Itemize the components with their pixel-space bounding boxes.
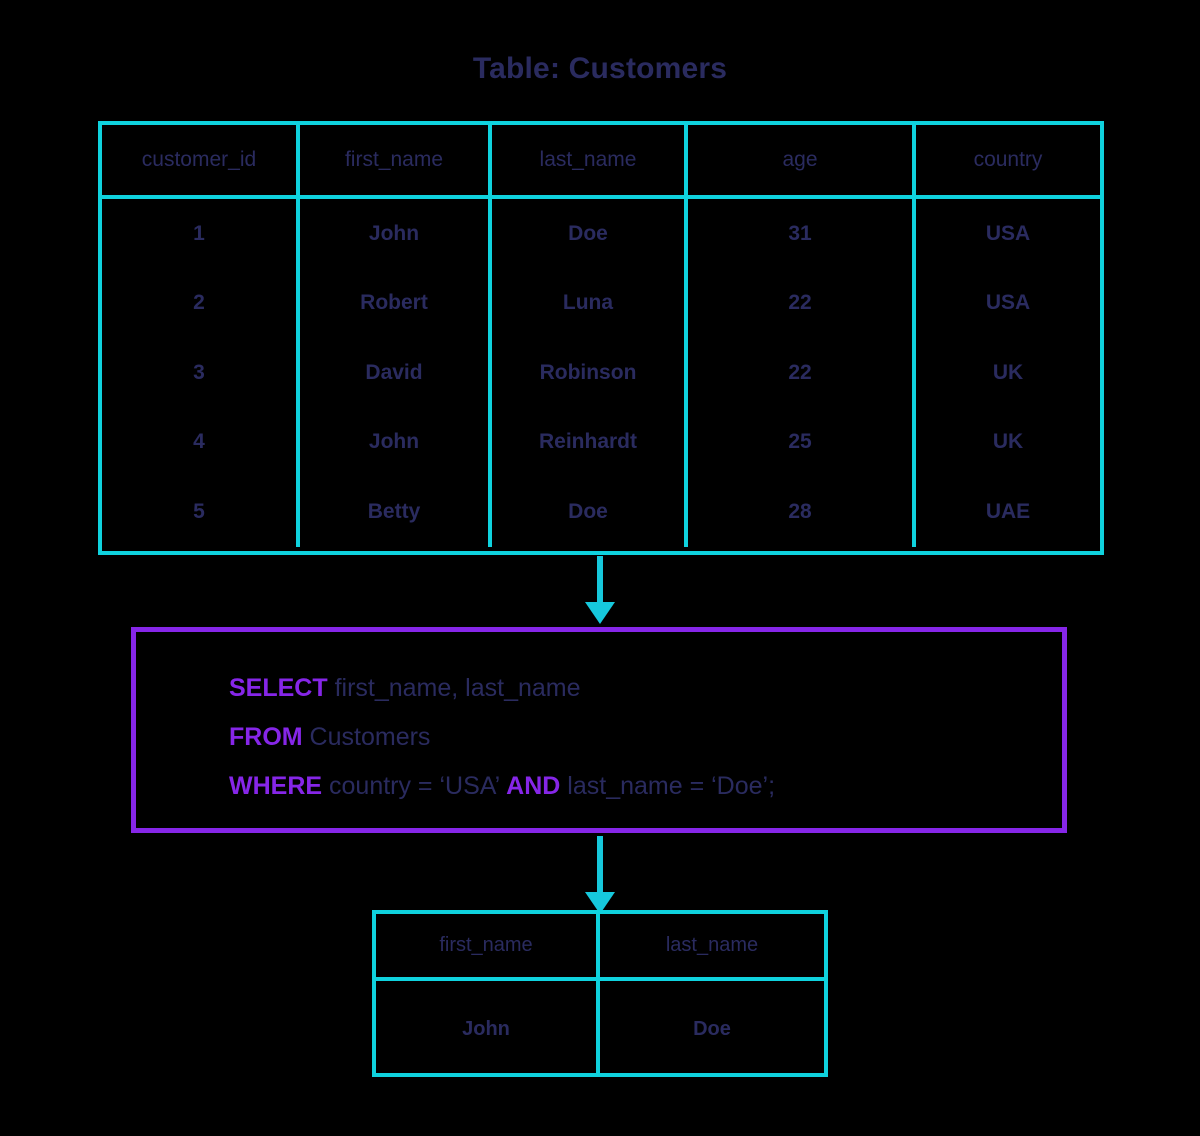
result-cell-last-name: Doe: [693, 1017, 731, 1040]
sql-query-text: SELECT first_name, last_name FROM Custom…: [229, 664, 1052, 811]
result-column-header-first-name: first_name: [376, 914, 600, 977]
cell-last-name: Luna: [492, 268, 688, 338]
column-header-age: age: [688, 125, 916, 195]
cell-country: UK: [992, 430, 1024, 454]
cell-customer-id: 4: [102, 407, 300, 477]
table-row: John Doe: [376, 981, 824, 1077]
cell-first-name: Betty: [300, 477, 492, 547]
arrow-shaft: [597, 556, 603, 602]
cell-last-name: Doe: [492, 477, 688, 547]
cell-age: 22: [688, 268, 916, 338]
arrow-down-icon-to-query: [585, 556, 615, 624]
column-header-last-name: last_name: [492, 125, 688, 195]
sql-line-where: WHERE country = ‘USA’ AND last_name = ‘D…: [229, 762, 1052, 811]
result-table-header-row: first_name last_name: [376, 914, 824, 981]
table-row: 3 David Robinson 22 UK: [102, 338, 1100, 408]
sql-query-box: SELECT first_name, last_name FROM Custom…: [131, 627, 1067, 833]
source-table: customer_id first_name last_name age cou…: [98, 121, 1104, 555]
cell-first-name: David: [300, 338, 492, 408]
arrow-shaft: [597, 836, 603, 894]
table-row: 1 John Doe 31 USA: [102, 199, 1100, 269]
result-column-header-last-name: last_name: [665, 934, 759, 956]
cell-country: USA: [985, 221, 1031, 245]
cell-first-name: Robert: [300, 268, 492, 338]
cell-first-name: John: [300, 407, 492, 477]
arrow-down-icon-to-result: [585, 836, 615, 918]
sql-line-where-condition-b: last_name = ‘Doe’;: [560, 772, 776, 800]
sql-keyword-select: SELECT: [229, 674, 328, 702]
sql-keyword-where: WHERE: [229, 772, 323, 800]
cell-first-name: John: [300, 199, 492, 269]
result-cell-first-name: John: [376, 981, 600, 1077]
arrow-head: [585, 892, 615, 914]
source-table-header-row: customer_id first_name last_name age cou…: [102, 125, 1100, 199]
page-title: Table: Customers: [472, 52, 728, 85]
arrow-head: [585, 602, 615, 624]
sql-keyword-from: FROM: [229, 723, 303, 751]
cell-customer-id: 1: [102, 199, 300, 269]
sql-line-where-condition-a: country = ‘USA’: [322, 772, 507, 800]
sql-keyword-and: AND: [506, 772, 561, 800]
cell-country: USA: [985, 291, 1031, 315]
cell-customer-id: 5: [102, 477, 300, 547]
result-table: first_name last_name John Doe: [372, 910, 828, 1077]
column-header-country: country: [973, 148, 1043, 171]
cell-age: 25: [688, 407, 916, 477]
source-table-body: 1 John Doe 31 USA 2 Robert Luna 22 USA 3…: [102, 199, 1100, 547]
sql-line-select-rest: first_name, last_name: [327, 674, 581, 702]
sql-line-from: FROM Customers: [229, 713, 1052, 762]
column-header-customer-id: customer_id: [102, 125, 300, 195]
cell-country: UAE: [985, 499, 1031, 523]
table-row: 4 John Reinhardt 25 UK: [102, 407, 1100, 477]
cell-last-name: Robinson: [492, 338, 688, 408]
table-row: 5 Betty Doe 28 UAE: [102, 477, 1100, 547]
column-header-first-name: first_name: [300, 125, 492, 195]
table-row: 2 Robert Luna 22 USA: [102, 268, 1100, 338]
cell-last-name: Doe: [492, 199, 688, 269]
cell-age: 31: [688, 199, 916, 269]
cell-customer-id: 2: [102, 268, 300, 338]
sql-line-select: SELECT first_name, last_name: [229, 664, 1052, 713]
sql-line-from-rest: Customers: [302, 723, 431, 751]
cell-last-name: Reinhardt: [492, 407, 688, 477]
cell-country: UK: [992, 360, 1024, 384]
cell-age: 28: [688, 477, 916, 547]
cell-customer-id: 3: [102, 338, 300, 408]
cell-age: 22: [688, 338, 916, 408]
